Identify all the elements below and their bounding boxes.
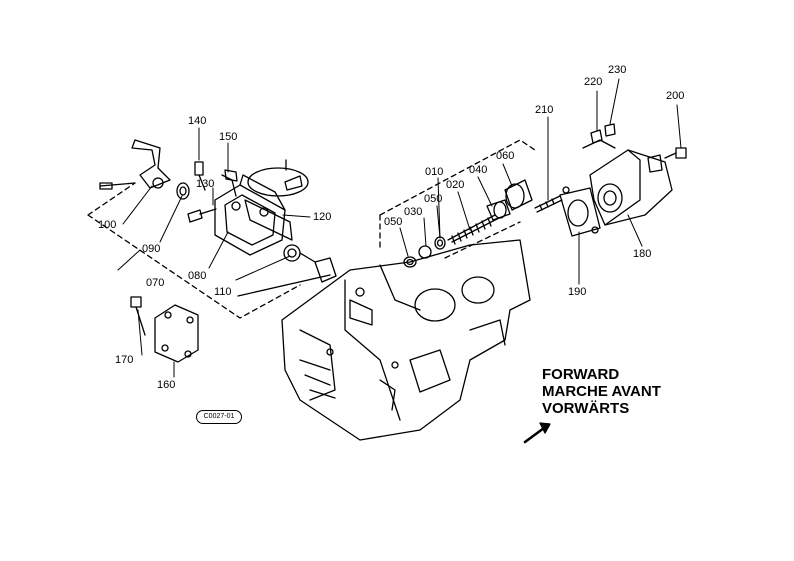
- callout-190: 190: [568, 286, 587, 298]
- part-210-pin: [534, 195, 563, 213]
- part-110-sensor: [237, 244, 337, 297]
- part-030-ring: [418, 245, 432, 259]
- direction-label-french: MARCHE AVANT: [542, 383, 661, 400]
- dashed-box-left: [87, 182, 301, 319]
- part-190-gasket: [559, 186, 601, 237]
- callout-170: 170: [115, 354, 134, 366]
- callout-160: 160: [157, 379, 176, 391]
- callout-210: 210: [535, 104, 554, 116]
- part-200-bolt: [664, 147, 687, 159]
- callout-010: 010: [425, 166, 444, 178]
- part-100-bracket: [99, 139, 171, 190]
- part-020-spring: [447, 214, 500, 245]
- callout-050-left: 050: [384, 216, 403, 228]
- figure-code-badge: C0027-01: [196, 410, 242, 424]
- callout-150: 150: [219, 131, 238, 143]
- part-080-housing: [214, 174, 286, 256]
- engine-block: [281, 239, 531, 441]
- callout-070: 070: [146, 277, 165, 289]
- part-160-cover: [154, 304, 199, 363]
- callout-020: 020: [446, 179, 465, 191]
- callout-110: 110: [214, 286, 232, 298]
- leader-lines: [117, 78, 682, 378]
- callout-080: 080: [188, 270, 207, 282]
- callout-040: 040: [469, 164, 488, 176]
- forward-arrow-icon: [523, 422, 551, 444]
- part-050-washer-right: [434, 236, 446, 250]
- callout-030: 030: [404, 206, 423, 218]
- callout-120: 120: [313, 211, 332, 223]
- callout-130: 130: [196, 178, 215, 190]
- part-040-plunger: [486, 199, 511, 221]
- callout-050-right: 050: [424, 193, 443, 205]
- part-180-pump: [582, 139, 673, 226]
- part-050-washer-left: [403, 256, 417, 268]
- callout-230: 230: [608, 64, 627, 76]
- part-120-gasket: [244, 159, 309, 241]
- callout-180: 180: [633, 248, 652, 260]
- dashed-box-right: [379, 139, 536, 259]
- part-230-nut: [604, 123, 616, 137]
- direction-label-english: FORWARD: [542, 366, 620, 383]
- part-130-screw: [187, 208, 217, 223]
- callout-220: 220: [584, 76, 603, 88]
- callout-090: 090: [142, 243, 161, 255]
- part-060-cup: [504, 179, 533, 211]
- direction-label-german: VORWÄRTS: [542, 400, 630, 417]
- callout-200: 200: [666, 90, 685, 102]
- part-090-washer: [176, 182, 190, 200]
- part-140-150-bolts: [194, 161, 238, 197]
- part-170-bolt: [130, 296, 146, 336]
- callout-140: 140: [188, 115, 207, 127]
- callout-060: 060: [496, 150, 515, 162]
- callout-100: 100: [98, 219, 117, 231]
